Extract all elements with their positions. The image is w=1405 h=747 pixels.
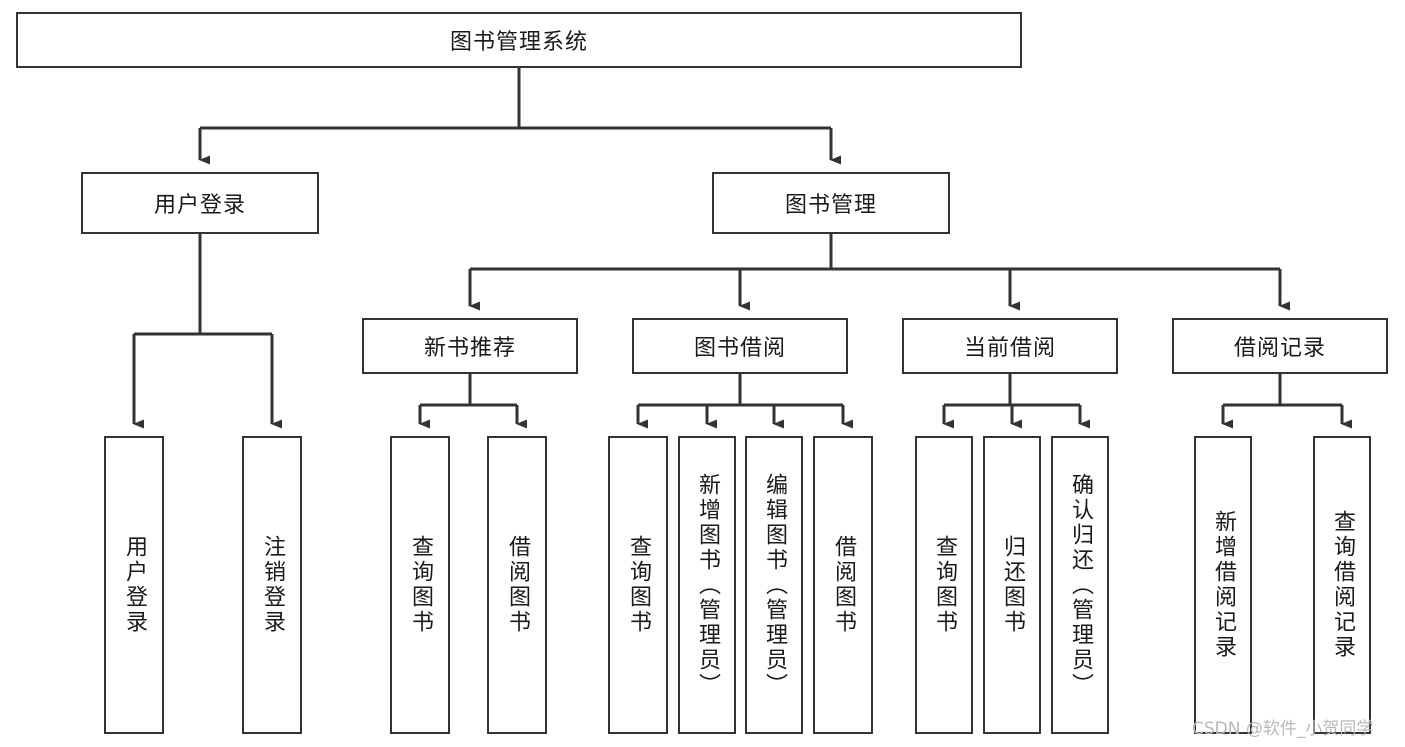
leaf-return-book[interactable]: 归还图书 — [983, 436, 1041, 734]
leaf-query-borrow-record-label: 查询借阅记录 — [1330, 510, 1355, 660]
leaf-add-borrow-record-label: 新增借阅记录 — [1211, 510, 1236, 660]
leaf-user-login[interactable]: 用户登录 — [104, 436, 164, 734]
node-current-borrow-label: 当前借阅 — [963, 336, 1056, 361]
node-new-book-recommend-label: 新书推荐 — [423, 336, 516, 361]
leaf-edit-book-admin[interactable]: 编辑图书（管理员） — [745, 436, 803, 734]
node-user-login-label: 用户登录 — [153, 193, 246, 218]
leaf-return-book-label: 归还图书 — [1000, 535, 1025, 635]
leaf-add-book-admin[interactable]: 新增图书（管理员） — [678, 436, 736, 734]
node-borrow-records-label: 借阅记录 — [1233, 336, 1326, 361]
node-root-label: 图书管理系统 — [449, 30, 588, 55]
leaf-borrow-book-1-label: 借阅图书 — [505, 535, 530, 635]
node-borrow-records[interactable]: 借阅记录 — [1172, 318, 1388, 374]
node-user-login[interactable]: 用户登录 — [81, 172, 319, 234]
leaf-logout-label: 注销登录 — [260, 535, 285, 635]
leaf-borrow-book-2[interactable]: 借阅图书 — [813, 436, 873, 734]
leaf-add-borrow-record[interactable]: 新增借阅记录 — [1194, 436, 1252, 734]
leaf-logout[interactable]: 注销登录 — [242, 436, 302, 734]
leaf-query-book-1[interactable]: 查询图书 — [390, 436, 450, 734]
leaf-query-borrow-record[interactable]: 查询借阅记录 — [1313, 436, 1371, 734]
node-book-management[interactable]: 图书管理 — [712, 172, 950, 234]
leaf-edit-book-admin-label: 编辑图书（管理员） — [762, 472, 787, 698]
leaf-borrow-book-2-label: 借阅图书 — [831, 535, 856, 635]
leaf-query-book-3-label: 查询图书 — [932, 535, 957, 635]
node-book-borrow[interactable]: 图书借阅 — [632, 318, 848, 374]
leaf-query-book-2-label: 查询图书 — [626, 535, 651, 635]
leaf-query-book-3[interactable]: 查询图书 — [915, 436, 973, 734]
leaf-confirm-return-admin-label: 确认归还（管理员） — [1068, 472, 1093, 698]
node-root[interactable]: 图书管理系统 — [16, 12, 1022, 68]
node-new-book-recommend[interactable]: 新书推荐 — [362, 318, 578, 374]
node-book-management-label: 图书管理 — [784, 193, 877, 218]
node-book-borrow-label: 图书借阅 — [693, 336, 786, 361]
leaf-user-login-label: 用户登录 — [122, 535, 147, 635]
leaf-query-book-1-label: 查询图书 — [408, 535, 433, 635]
leaf-borrow-book-1[interactable]: 借阅图书 — [487, 436, 547, 734]
leaf-confirm-return-admin[interactable]: 确认归还（管理员） — [1051, 436, 1109, 734]
node-current-borrow[interactable]: 当前借阅 — [902, 318, 1118, 374]
leaf-query-book-2[interactable]: 查询图书 — [608, 436, 668, 734]
leaf-add-book-admin-label: 新增图书（管理员） — [695, 472, 720, 698]
csdn-watermark: CSDN @软件_小贺同学 — [1192, 719, 1374, 739]
